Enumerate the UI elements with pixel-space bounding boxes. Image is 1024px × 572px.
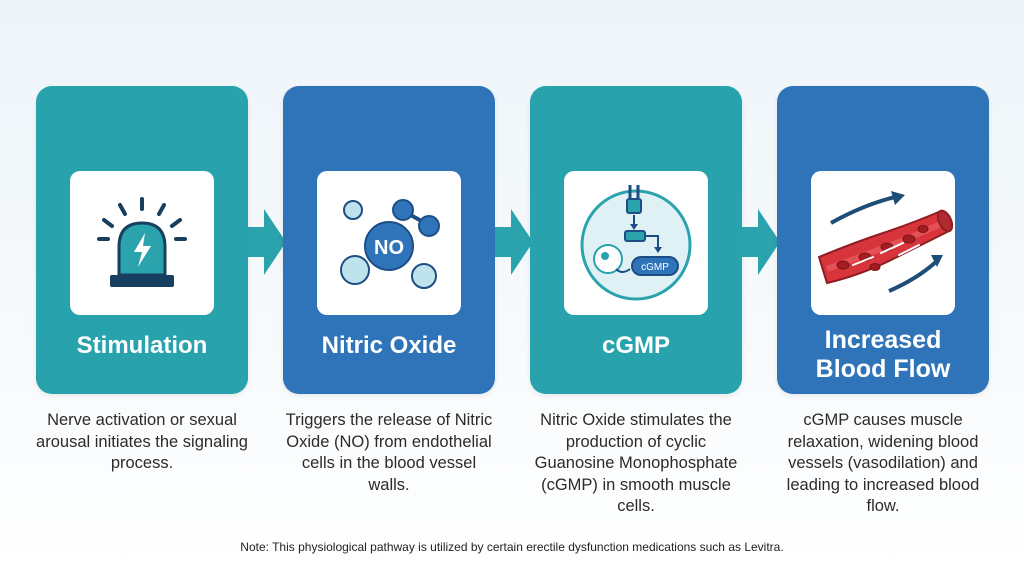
step-description: Nerve activation or sexual arousal initi… <box>36 411 248 472</box>
step-card-blood-flow: Increased Blood Flow <box>777 86 989 394</box>
icon-box: NO <box>317 171 461 315</box>
cgmp-label: cGMP <box>641 262 669 273</box>
step-title: cGMP <box>601 332 670 359</box>
step-card-cgmp: cGMP cGMP <box>530 86 742 394</box>
cell-icon: cGMP <box>580 185 692 301</box>
footnote: Note: This physiological pathway is util… <box>240 540 784 554</box>
blood-vessel-icon <box>817 191 953 293</box>
step-description: Nitric Oxide stimulates the production o… <box>534 411 738 515</box>
step-description: cGMP causes muscle relaxation, widening … <box>786 411 980 515</box>
step-card-stimulation: Stimulation <box>36 86 248 394</box>
arrow-right-icon <box>495 209 533 275</box>
step-card-nitric-oxide: NO Nitric Oxide <box>283 86 495 394</box>
arrow-right-icon <box>742 209 780 275</box>
icon-box: cGMP <box>564 171 708 315</box>
alarm-light-icon <box>97 197 187 287</box>
step-title: Increased Blood Flow <box>815 326 951 383</box>
icon-box <box>811 171 955 315</box>
step-description: Triggers the release of Nitric Oxide (NO… <box>285 411 493 494</box>
arrow-right-icon <box>248 209 286 275</box>
step-title: Stimulation <box>76 332 208 359</box>
step-title: Nitric Oxide <box>321 332 457 359</box>
molecule-icon: NO <box>340 199 440 289</box>
icon-box <box>70 171 214 315</box>
no-label: NO <box>374 237 404 259</box>
